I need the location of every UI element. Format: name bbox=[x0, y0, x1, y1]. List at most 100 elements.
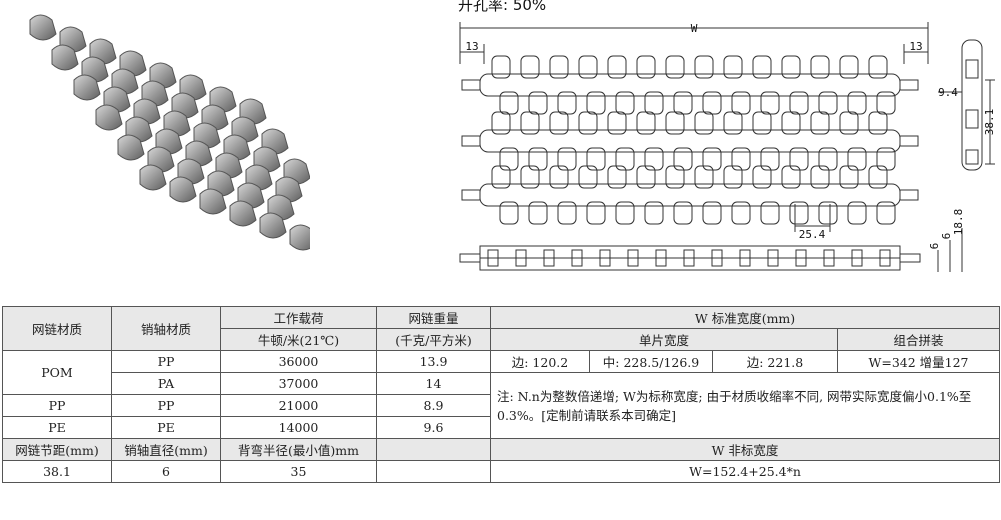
cell-pin: PE bbox=[111, 416, 221, 439]
technical-drawing: W 13 13 25.4 9.4 38.1 18.8 6 6 bbox=[459, 22, 995, 272]
header-single-width: 单片宽度 bbox=[490, 328, 838, 351]
cell-pin: PP bbox=[111, 350, 221, 373]
table-row: PA 37000 14 注: N.n为整数倍递增; W为标称宽度; 由于材质收缩… bbox=[3, 372, 1001, 439]
module-loop bbox=[549, 111, 569, 135]
edge-view-link bbox=[627, 249, 639, 267]
cell-weight: 14 bbox=[376, 372, 491, 395]
edge-right-dim: 13 bbox=[909, 40, 922, 53]
module-loop bbox=[694, 55, 714, 79]
pin-end bbox=[461, 135, 481, 147]
edge-view-link bbox=[487, 249, 499, 267]
photo-chain-link bbox=[259, 212, 287, 239]
module-loop bbox=[781, 165, 801, 189]
cell-combo: W=342 增量127 bbox=[836, 350, 1001, 373]
module-loop bbox=[578, 165, 598, 189]
module-loop bbox=[781, 111, 801, 135]
module-loop bbox=[607, 55, 627, 79]
photo-chain-link bbox=[51, 44, 79, 71]
module-loop bbox=[644, 201, 664, 225]
module-loop bbox=[752, 111, 772, 135]
module-loop bbox=[876, 201, 896, 225]
module-loop bbox=[731, 147, 751, 171]
pitch-dim-label: 25.4 bbox=[799, 228, 826, 241]
edge-view-link bbox=[767, 249, 779, 267]
module-loop bbox=[868, 165, 888, 189]
header-std-width: W 标准宽度(mm) bbox=[489, 306, 1001, 329]
header-pin-material: 销轴材质 bbox=[111, 306, 221, 351]
module-loop bbox=[839, 165, 859, 189]
header-work-load: 工作载荷 bbox=[220, 306, 377, 329]
module-loop bbox=[731, 91, 751, 115]
cell-edge-b: 边: 221.8 bbox=[712, 350, 838, 373]
edge-view-link bbox=[879, 249, 891, 267]
module-loop bbox=[499, 147, 519, 171]
pin-end bbox=[899, 189, 919, 201]
table-row: PE PE 14000 9.6 bbox=[2, 416, 1000, 439]
pin-end bbox=[899, 79, 919, 91]
photo-chain-link bbox=[117, 134, 145, 161]
edge-view-link bbox=[543, 249, 555, 267]
module-loop bbox=[665, 165, 685, 189]
pin-end bbox=[461, 79, 481, 91]
table-note: 注: N.n为整数倍递增; W为标称宽度; 由于材质收缩率不同, 网带实际宽度偏… bbox=[489, 372, 1001, 439]
edge-view-link bbox=[683, 249, 695, 267]
module-loop bbox=[723, 111, 743, 135]
cell-weight: 8.9 bbox=[376, 394, 491, 417]
module-loop bbox=[578, 111, 598, 135]
table-row: POM PP 36000 13.9 边: 120.2 中: 228.5/126.… bbox=[2, 350, 1001, 395]
module-loop bbox=[781, 55, 801, 79]
module-loop bbox=[731, 201, 751, 225]
module-loop bbox=[818, 147, 838, 171]
header-empty bbox=[376, 438, 491, 461]
module-loop bbox=[644, 147, 664, 171]
table-row: 38.1 6 35 W=152.4+25.4*n bbox=[2, 460, 1001, 483]
module-loop bbox=[868, 111, 888, 135]
module-loop bbox=[723, 55, 743, 79]
edge-view-link bbox=[599, 249, 611, 267]
spec-table: 网链材质 销轴材质 工作载荷 网链重量 W 标准宽度(mm) 牛顿/米(21℃)… bbox=[2, 306, 1001, 483]
header-nonstd-width: W 非标宽度 bbox=[489, 438, 1001, 461]
module-loop bbox=[760, 91, 780, 115]
side-dim-1: 9.4 bbox=[938, 86, 958, 99]
header-pitch: 网链节距(mm) bbox=[2, 438, 112, 461]
module-loop bbox=[847, 91, 867, 115]
side-dim-4: 6 bbox=[940, 233, 953, 240]
photo-chain-link bbox=[229, 200, 257, 227]
module-loop bbox=[607, 111, 627, 135]
header-work-load-unit: 牛顿/米(21℃) bbox=[220, 328, 377, 351]
module-loop bbox=[847, 201, 867, 225]
module-loop bbox=[499, 91, 519, 115]
cell-load: 36000 bbox=[220, 350, 377, 373]
module-loop bbox=[839, 111, 859, 135]
cell-pin-diameter: 6 bbox=[111, 460, 221, 483]
cell-weight: 9.6 bbox=[376, 416, 491, 439]
edge-view-link bbox=[571, 249, 583, 267]
module-loop bbox=[665, 55, 685, 79]
module-loop bbox=[694, 111, 714, 135]
module-loop bbox=[586, 91, 606, 115]
module-loop bbox=[491, 165, 511, 189]
edge-view-link bbox=[851, 249, 863, 267]
edge-view-link bbox=[823, 249, 835, 267]
module-loop bbox=[760, 147, 780, 171]
side-dim-2: 38.1 bbox=[983, 109, 995, 136]
cell-nonstd-formula: W=152.4+25.4*n bbox=[489, 460, 1001, 483]
header-bend-radius: 背弯半径(最小值)mm bbox=[220, 438, 377, 461]
cell-empty bbox=[376, 460, 491, 483]
cell-pitch: 38.1 bbox=[2, 460, 112, 483]
cell-weight: 13.9 bbox=[376, 350, 491, 373]
edge-view-link bbox=[739, 249, 751, 267]
open-rate-label: 开孔率: 50% bbox=[458, 0, 547, 14]
cell-load: 14000 bbox=[220, 416, 377, 439]
module-loop bbox=[557, 91, 577, 115]
module-loop bbox=[752, 165, 772, 189]
edge-view-link bbox=[711, 249, 723, 267]
module-loop bbox=[694, 165, 714, 189]
edge-view-link bbox=[795, 249, 807, 267]
module-loop bbox=[868, 55, 888, 79]
module-loop bbox=[789, 91, 809, 115]
module-loop bbox=[549, 165, 569, 189]
module-loop bbox=[702, 201, 722, 225]
photo-chain-link bbox=[289, 224, 317, 251]
module-loop bbox=[702, 91, 722, 115]
